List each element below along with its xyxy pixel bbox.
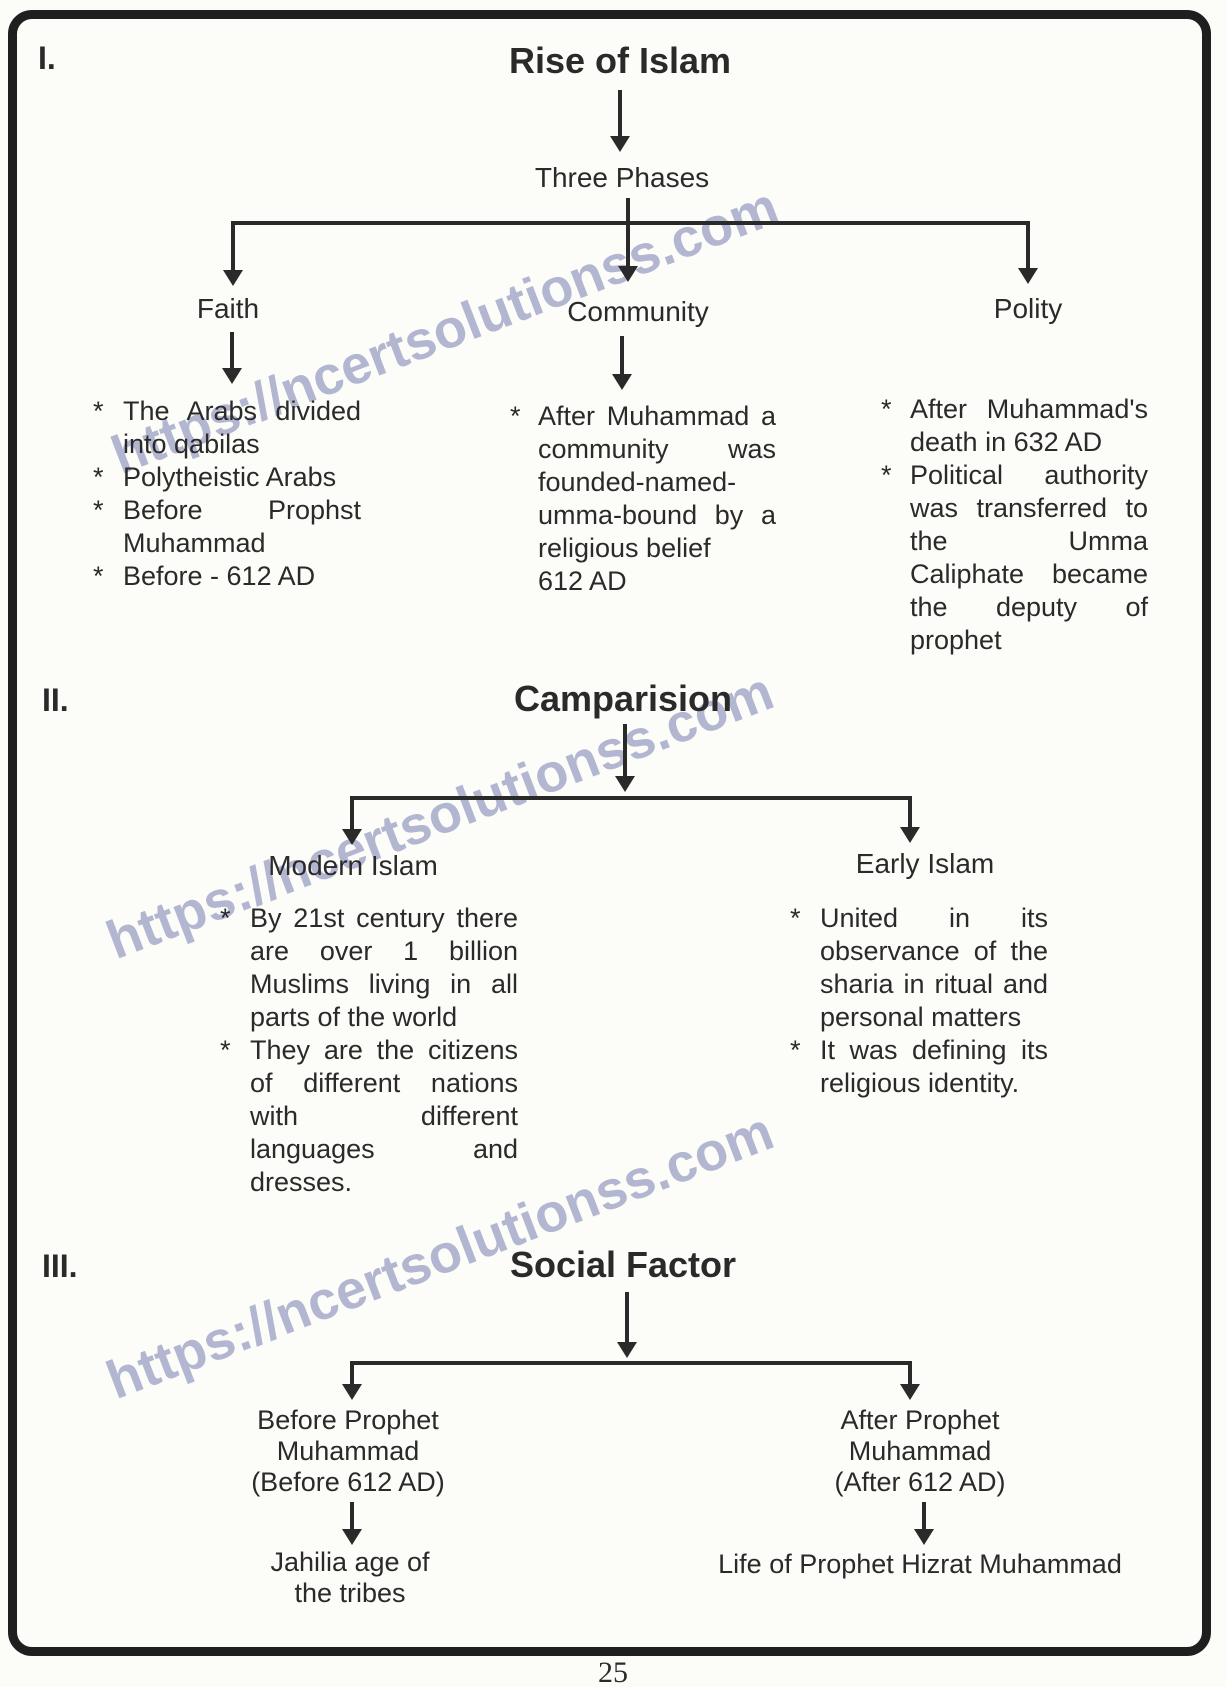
down-arrow-icon [350,1361,354,1385]
bullet-marker: * [220,903,231,933]
bullet-text: United in its observance of the sharia i… [820,903,1048,1032]
list-item: * The Arabs divided into qabilas [93,395,363,461]
list-item: * By 21st century there are over 1 billi… [220,902,520,1034]
down-arrow-icon [908,1361,912,1385]
page-border [8,10,1211,1656]
bullet-text: By 21st century there are over 1 billion… [250,903,518,1032]
label-line: Life of Prophet Hizrat Muhammad [718,1549,1122,1579]
down-arrow-icon [350,796,354,830]
connector-line [626,198,630,223]
down-arrow-icon [623,724,627,777]
list-item: * It was defining its religious identity… [790,1034,1050,1100]
label-line: (After 612 AD) [834,1467,1006,1497]
bullet-marker: * [93,396,104,426]
list-item: * They are the citizens of different nat… [220,1034,520,1199]
section-2-title: Camparision [513,678,733,719]
bullet-marker: * [220,1035,231,1065]
bullet-marker: * [881,460,892,490]
early-islam-bullet-list: * United in its observance of the sharia… [790,902,1050,1100]
bullet-text: They are the citizens of different natio… [250,1035,518,1197]
down-arrow-icon [618,90,622,137]
list-item: 612 AD [510,565,780,598]
bullet-text: Political authority was transferred to t… [910,460,1148,655]
branch-early-islam-label: Early Islam [855,848,995,879]
bullet-text: The Arabs divided into qabilas [123,396,361,459]
branch-faith-label: Faith [196,293,260,324]
label-line: Jahilia age of [270,1547,430,1577]
bullet-marker: * [881,394,892,424]
bullet-marker: * [93,495,104,525]
connector-line [231,221,1030,225]
label-line: After Prophet [840,1405,1000,1435]
branch-polity-label: Polity [993,293,1063,324]
down-arrow-icon [626,221,630,267]
list-item: * Before - 612 AD [93,560,363,593]
label-line: Muhammad [848,1436,992,1466]
list-item: * After Muhammad's death in 632 AD [881,393,1151,459]
section-1-numeral: I. [38,40,56,76]
branch-community-label: Community [567,296,709,327]
bullet-marker: * [790,1035,801,1065]
bullet-text: It was defining its religious identity. [820,1035,1048,1098]
branch-after-prophet-label: After Prophet Muhammad (After 612 AD) [834,1405,1005,1498]
list-item: * Polytheistic Arabs [93,461,363,494]
section-3-numeral: III. [42,1248,78,1284]
branch-before-prophet-label: Before Prophet Muhammad (Before 612 AD) [251,1405,445,1498]
section-1-title: Rise of Islam [508,40,732,81]
root-node-three-phases: Three Phases [534,162,710,193]
leaf-life-of-prophet: Life of Prophet Hizrat Muhammad [718,1549,1122,1580]
label-line: Muhammad [276,1436,420,1466]
bullet-text: Before - 612 AD [123,561,316,591]
label-line: the tribes [294,1578,406,1608]
section-2-numeral: II. [42,682,69,718]
branch-modern-islam-label: Modern Islam [268,850,438,881]
bullet-marker: * [510,401,521,431]
community-bullet-list: * After Muhammad a community was founded… [510,400,780,598]
bullet-text: Before Prophst Muhammad [123,495,361,558]
down-arrow-icon [1026,221,1030,269]
bullet-text: Polytheistic Arabs [123,462,337,492]
section-3-title: Social Factor [509,1244,737,1285]
list-item: * United in its observance of the sharia… [790,902,1050,1034]
polity-bullet-list: * After Muhammad's death in 632 AD * Pol… [881,393,1151,657]
down-arrow-icon [625,1292,629,1343]
bullet-marker: * [93,462,104,492]
modern-islam-bullet-list: * By 21st century there are over 1 billi… [220,902,520,1199]
label-line: Before Prophet [257,1405,439,1435]
bullet-marker: * [93,561,104,591]
label-line: (Before 612 AD) [251,1467,445,1497]
connector-line [350,1361,912,1365]
down-arrow-icon [620,336,624,375]
bullet-text: After Muhammad a community was founded-n… [538,401,776,563]
bullet-marker: * [790,903,801,933]
down-arrow-icon [908,796,912,828]
down-arrow-icon [922,1502,926,1530]
list-item: * Political authority was transferred to… [881,459,1151,657]
page-number: 25 [598,1656,628,1687]
down-arrow-icon [350,1502,354,1530]
list-item: * After Muhammad a community was founded… [510,400,780,565]
leaf-jahilia-age: Jahilia age of the tribes [270,1547,429,1609]
down-arrow-icon [231,221,235,271]
bullet-text: 612 AD [538,566,627,596]
connector-line [350,796,912,800]
down-arrow-icon [230,332,234,369]
bullet-text: After Muhammad's death in 632 AD [910,394,1148,457]
list-item: * Before Prophst Muhammad [93,494,363,560]
faith-bullet-list: * The Arabs divided into qabilas * Polyt… [93,395,363,593]
